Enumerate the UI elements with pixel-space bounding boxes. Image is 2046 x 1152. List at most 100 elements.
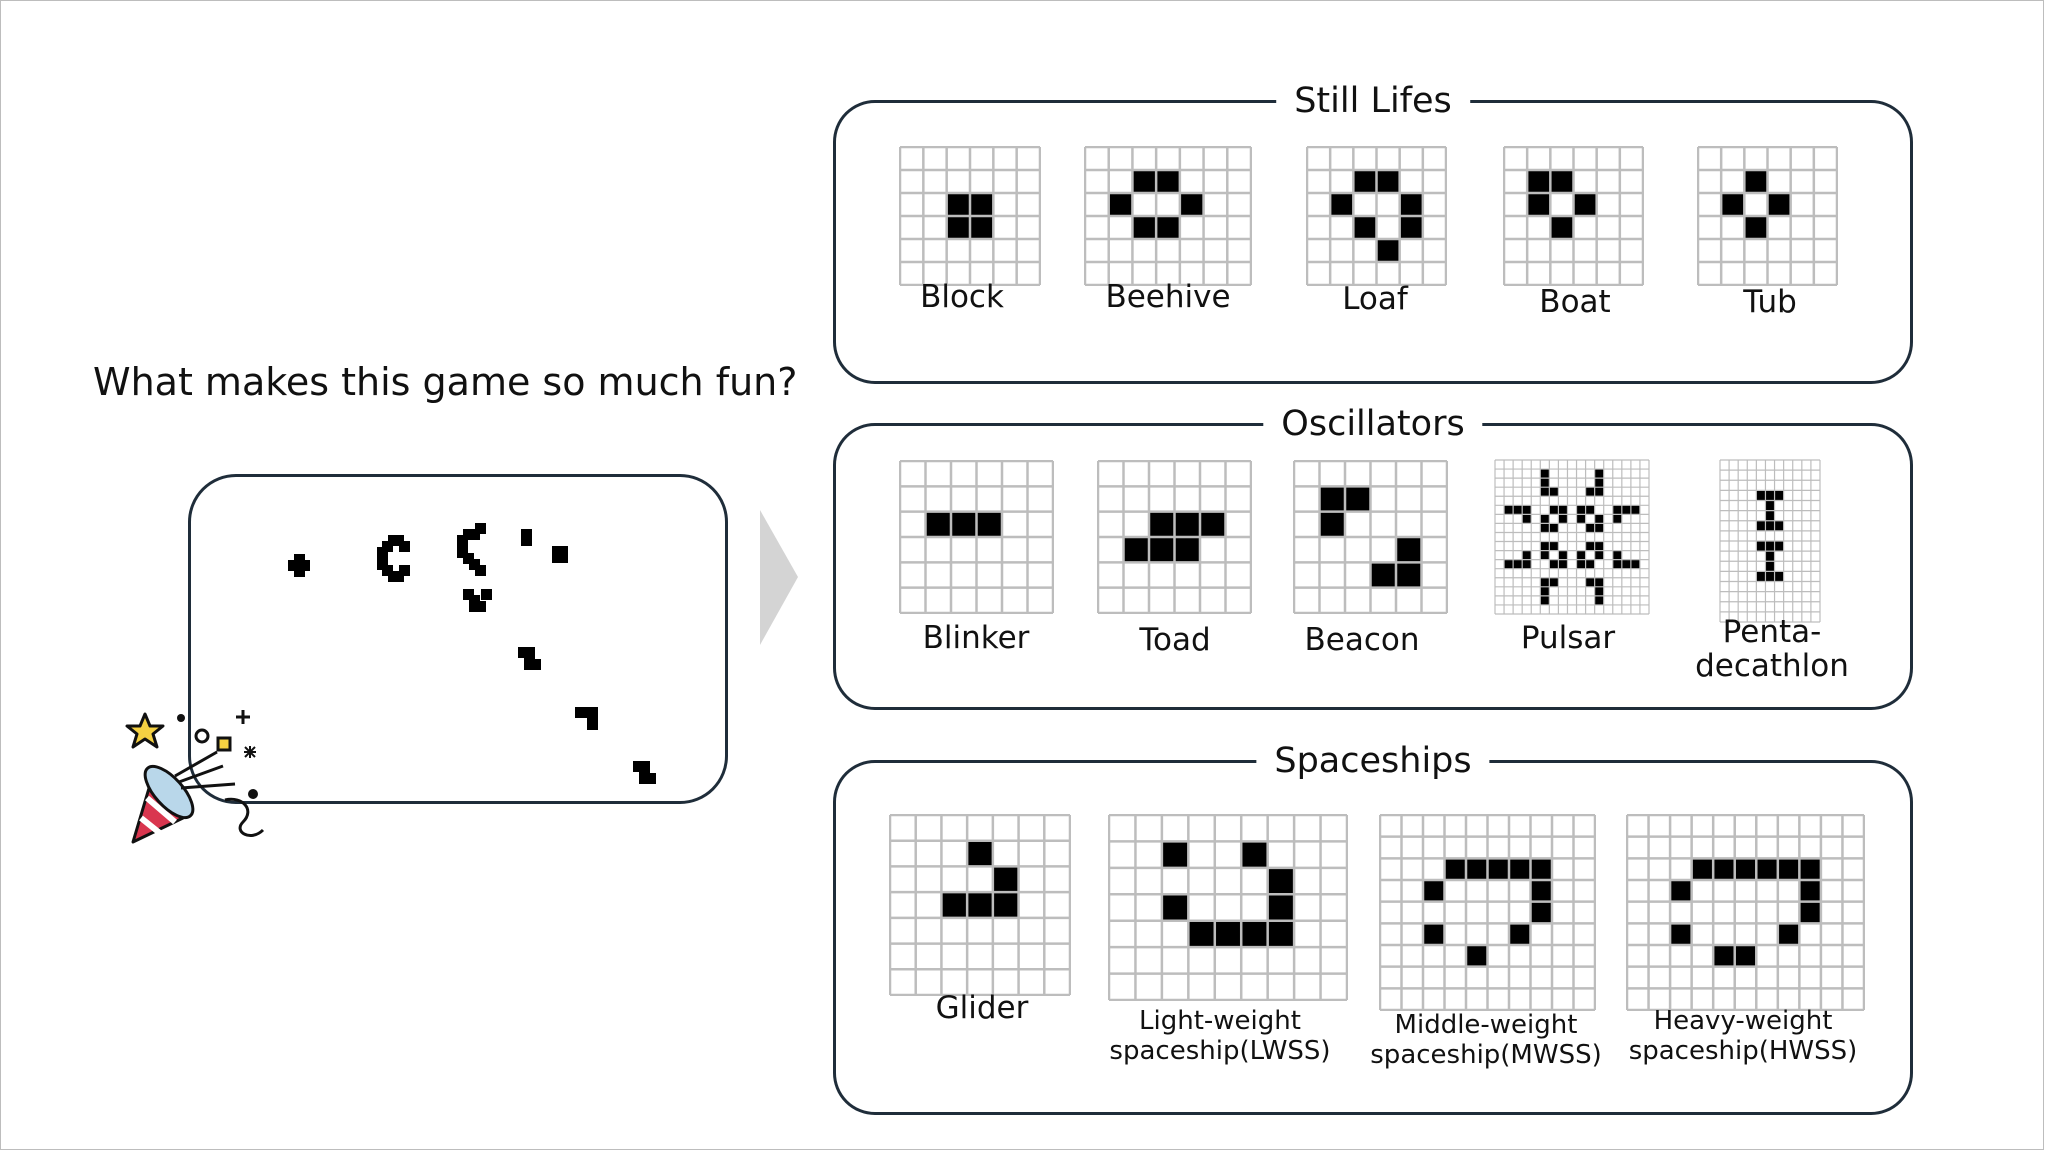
question-heading: What makes this game so much fun?	[93, 360, 798, 404]
live-cell	[1573, 193, 1597, 216]
live-cell	[1540, 487, 1550, 497]
live-cell	[1585, 523, 1595, 533]
live-cell	[1765, 510, 1775, 521]
live-cell	[1423, 923, 1445, 945]
live-cell	[970, 216, 994, 239]
live-cell	[1744, 216, 1768, 239]
live-cell	[1594, 550, 1604, 560]
live-cell	[1594, 487, 1604, 497]
live-cell	[1522, 505, 1532, 515]
live-cell	[1777, 923, 1800, 945]
live-cell	[1267, 894, 1295, 921]
live-cell	[967, 840, 993, 867]
live-cell	[1509, 923, 1531, 945]
live-cell	[1576, 559, 1586, 569]
live-cell	[1621, 505, 1631, 515]
live-cell	[1670, 923, 1692, 945]
live-cell	[1466, 945, 1488, 967]
live-cell	[1522, 559, 1532, 569]
pattern-label-beehive: Beehive	[1105, 278, 1231, 315]
live-cell	[1540, 595, 1550, 605]
live-cell	[1399, 216, 1423, 239]
live-cell	[1585, 487, 1595, 497]
live-cell	[1549, 505, 1559, 515]
live-cell	[970, 193, 994, 216]
live-cell	[1765, 571, 1775, 582]
live-cell	[1621, 559, 1631, 569]
live-cell	[1530, 880, 1552, 902]
live-cell	[1767, 193, 1791, 216]
live-cell	[941, 892, 968, 918]
pattern-label-glider: Glider	[935, 989, 1029, 1026]
pattern-grid-loaf	[1306, 146, 1447, 286]
live-cell	[1576, 505, 1586, 515]
live-cell	[1630, 505, 1640, 515]
live-cell	[1550, 216, 1574, 239]
live-cell	[1540, 550, 1550, 560]
live-cell	[1200, 511, 1226, 537]
live-cell	[1558, 514, 1568, 524]
live-cell	[1345, 486, 1371, 512]
live-cell	[1756, 541, 1766, 552]
live-cell	[946, 193, 970, 216]
live-cell	[1774, 490, 1784, 501]
pattern-grid-toad	[1097, 460, 1252, 614]
live-cell	[1399, 193, 1423, 216]
live-cell	[1756, 858, 1778, 880]
live-cell	[1799, 858, 1821, 880]
pattern-label-blinker: Blinker	[922, 619, 1030, 656]
live-cell	[1540, 514, 1550, 524]
pattern-label-tub: Tub	[1743, 283, 1797, 320]
live-cell	[1585, 505, 1595, 515]
live-cell	[1744, 170, 1768, 193]
category-still-lifes: Still Lifes	[833, 77, 1913, 384]
live-cell	[1319, 511, 1345, 537]
live-cell	[1540, 586, 1550, 596]
live-cell	[1376, 170, 1400, 193]
live-cell	[1777, 858, 1800, 880]
live-cell	[1612, 514, 1622, 524]
pattern-grid-pulsar	[1494, 459, 1650, 615]
live-cell	[1214, 920, 1242, 948]
live-cell	[1513, 559, 1523, 569]
live-cell	[1149, 537, 1175, 563]
live-cell	[1504, 505, 1514, 515]
live-cell	[1612, 559, 1622, 569]
live-cell	[1612, 505, 1622, 515]
live-cell	[1734, 945, 1757, 967]
chevron-right-arrow-icon	[760, 510, 798, 645]
live-cell	[1774, 520, 1784, 531]
live-cell	[1549, 577, 1559, 587]
category-oscillators: Oscillators	[833, 400, 1913, 710]
live-cell	[1540, 523, 1550, 533]
live-cell	[1756, 490, 1766, 501]
pattern-grid-beacon	[1293, 460, 1448, 614]
live-cell	[1799, 901, 1821, 924]
pattern-grid-lwss	[1108, 814, 1348, 1001]
live-cell	[925, 511, 951, 537]
category-title-still-lifes: Still Lifes	[1276, 77, 1470, 125]
live-cell	[1558, 550, 1568, 560]
live-cell	[1522, 550, 1532, 560]
live-cell	[1691, 858, 1714, 880]
live-cell	[1576, 514, 1586, 524]
live-cell	[1179, 193, 1204, 216]
live-cell	[1161, 841, 1189, 868]
live-cell	[1504, 559, 1514, 569]
live-cell	[1594, 586, 1604, 596]
live-cell	[976, 511, 1002, 537]
live-cell	[1527, 170, 1551, 193]
live-cell	[1156, 216, 1180, 239]
party-popper-icon	[125, 710, 265, 844]
live-cell	[1756, 520, 1766, 531]
live-cell	[1540, 577, 1550, 587]
live-cell	[1319, 486, 1345, 512]
pattern-grid-glider	[889, 814, 1071, 996]
live-cell	[1527, 193, 1551, 216]
live-cell	[1540, 541, 1550, 551]
live-cell	[1594, 577, 1604, 587]
live-cell	[946, 216, 970, 239]
live-cell	[1765, 561, 1775, 572]
live-cell	[1774, 541, 1784, 552]
